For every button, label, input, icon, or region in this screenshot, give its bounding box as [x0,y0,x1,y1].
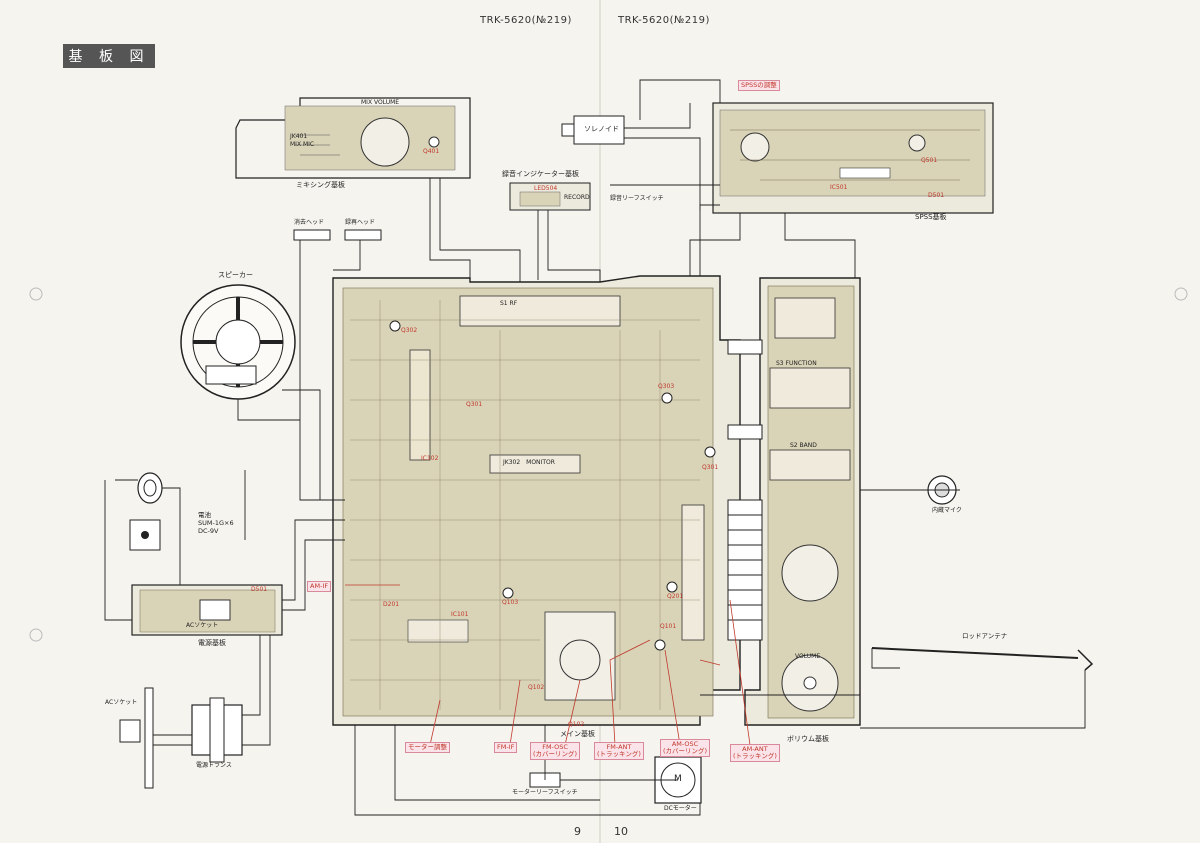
ribbon-connectors [727,339,763,641]
q501-label: Q501 [921,157,938,164]
ac-section [119,687,243,789]
spss-board [712,102,994,214]
erase-head-label: 消去ヘッド [294,219,325,226]
fm-osc-callout: FM-OSC (カバーリング) [530,742,581,761]
power-board-label: 電源基板 [198,639,226,647]
record-indicator-label: 録音インジケーター基板 [502,170,579,178]
motor-m-label: M [674,774,682,784]
battery-spec-label: 電池 SUM-1G×6 DC-9V [198,511,234,535]
mixing-board [235,97,471,179]
rod-antenna [871,647,1094,671]
record-label: RECORD [564,194,590,201]
page-number-right: 10 [614,825,628,838]
volume-board [744,277,861,726]
q201-label: Q201 [667,593,684,600]
rec-head-label: 録再ヘッド [345,219,376,226]
s3-label: S3 FUNCTION [776,360,817,367]
fm-if-callout: FM-IF [494,742,518,754]
ac-outlet-label: ACソケット [105,699,138,706]
solenoid-label: ソレノイド [584,125,619,133]
callout-lines [345,584,751,746]
section-title: 基 板 図 [63,44,155,68]
binder-hole-left [29,628,43,642]
power-transformer-label: 電源トランス [196,762,232,769]
speaker-label: スピーカー [218,271,253,279]
main-board [332,275,741,726]
built-in-mic-label: 内蔵マイク [932,507,962,514]
power-board [131,584,283,636]
mix-volume-label: MIX VOLUME [361,99,400,106]
am-ant-callout: AM-ANT (トラッキング) [730,744,780,763]
spss-board-label: SPSS基板 [915,213,947,221]
q303-label: Q303 [658,383,675,390]
q103-label: Q103 [502,599,519,606]
ic101-label: IC101 [451,611,469,618]
dc-motor-label: DCモーター [664,805,697,812]
q301b-label: Q301 [702,464,719,471]
dc-jack [129,472,163,551]
ic102-label: IC102 [421,455,439,462]
q301-label: Q301 [466,401,483,408]
mix-mic-label: MIX MIC [290,141,315,148]
spss-adjust-callout: SPSSの調整 [738,80,780,92]
binder-hole-left [29,287,43,301]
power-d501-label: D501 [251,586,268,593]
motor-leaf-switch-label: モーターリーフスイッチ [512,789,578,796]
binder-hole-right [1174,287,1188,301]
q401-label: Q401 [423,148,440,155]
s1-label: S1 RF [500,300,518,307]
q302-label: Q302 [401,327,418,334]
led504-label: LED504 [534,185,558,192]
q101-label: Q101 [660,623,677,630]
am-osc-callout: AM-OSC (カバーリング) [660,739,711,758]
volume-label: VOLUME [795,653,821,660]
ac-socket-board-label: ACソケット [186,622,219,629]
mixing-board-label: ミキシング基板 [296,181,345,189]
jk302-label: JK302 MONITOR [503,459,555,466]
am-if-callout: AM-IF [307,581,332,593]
fm-ant-callout: FM-ANT (トラッキング) [594,742,644,761]
jk401-label: JK401 [290,133,308,140]
d201-label: D201 [383,601,400,608]
heads [293,229,382,241]
q102b-label: Q102 [568,721,585,728]
main-board-label: メイン基板 [560,730,595,738]
spss-d501-label: D501 [928,192,945,199]
rod-antenna-label: ロッドアンテナ [962,632,1008,640]
ic501-label: IC501 [830,184,848,191]
model-header-right: TRK-5620(№219) [618,15,710,26]
solenoid [561,115,625,145]
model-header-left: TRK-5620(№219) [480,15,572,26]
speaker [180,284,296,400]
volume-board-label: ボリウム基板 [787,735,829,743]
s2-label: S2 BAND [790,442,817,449]
q102-label: Q102 [528,684,545,691]
record-leaf-switch-label: 録音リーフスイッチ [610,195,664,202]
page-number-left: 9 [574,825,581,838]
motor-adjust-callout: モーター調整 [405,742,450,754]
record-indicator-board [509,182,591,211]
